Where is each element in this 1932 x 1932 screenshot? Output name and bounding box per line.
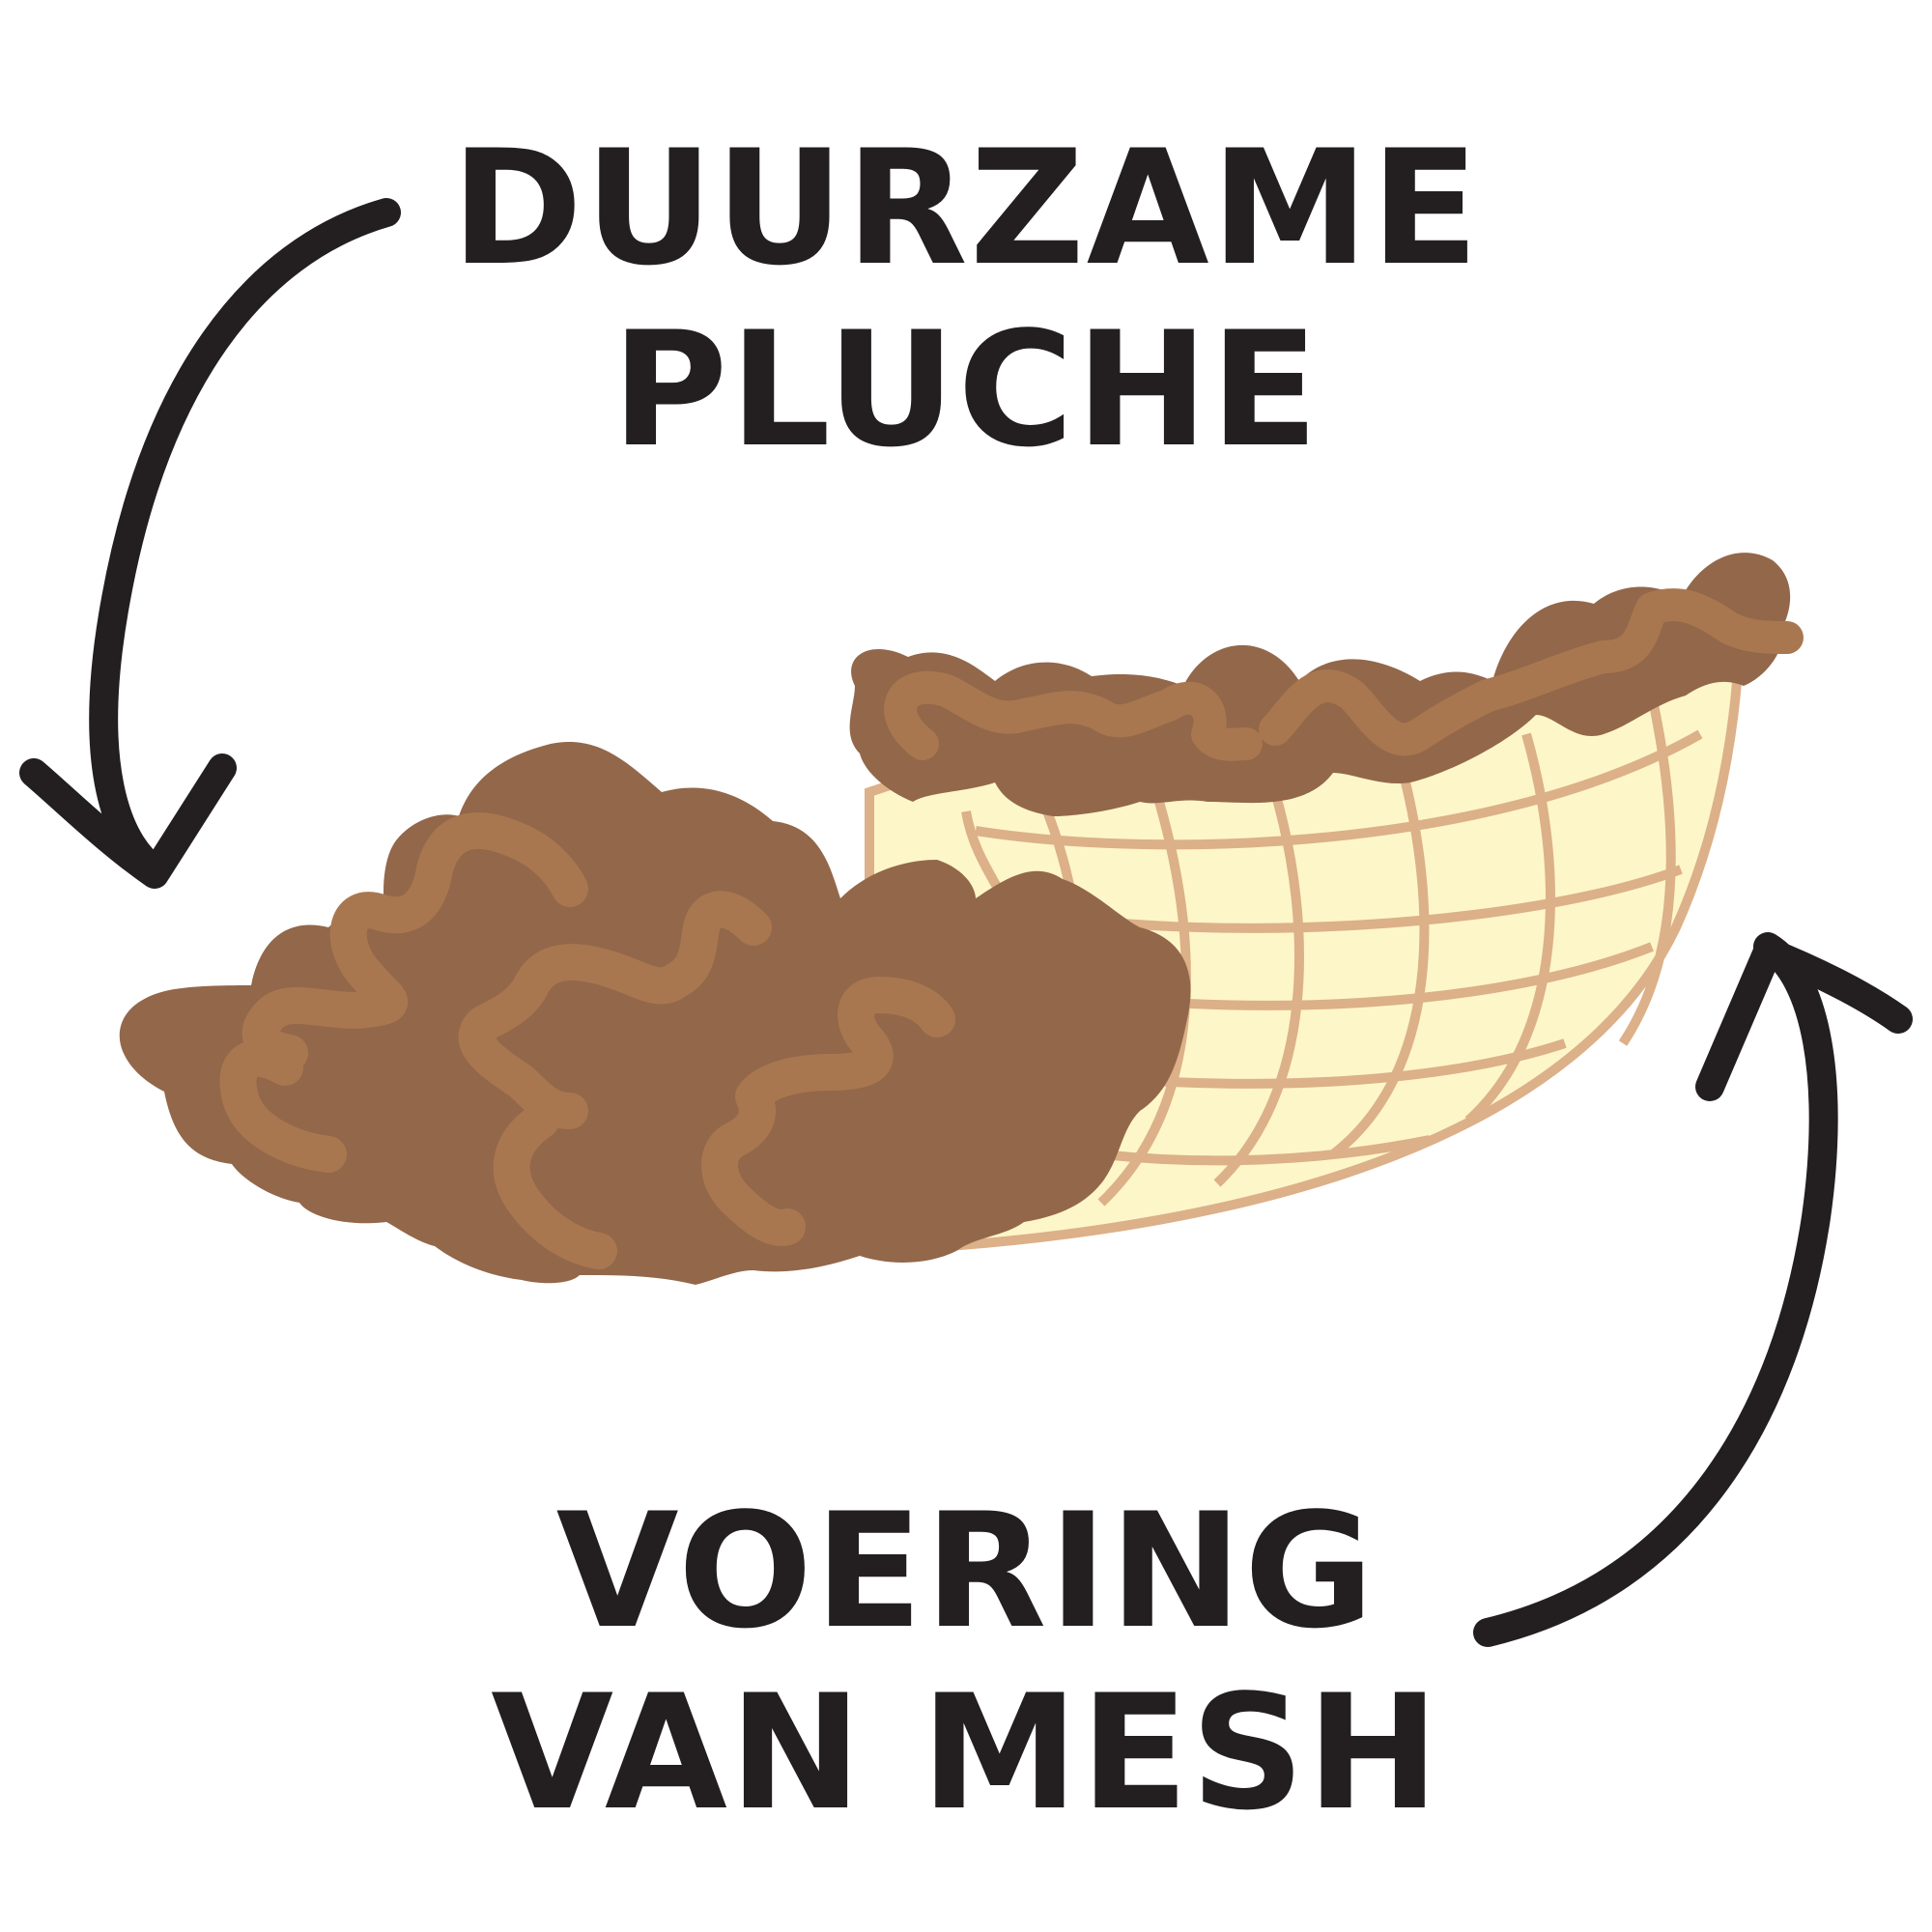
label-durable-plush-line-1: DUURZAME bbox=[451, 116, 1481, 300]
plush-fur-icon bbox=[119, 742, 1191, 1285]
label-mesh-lining-line-2: VAN MESH bbox=[491, 1661, 1441, 1845]
label-mesh-lining-line-1: VOERING bbox=[555, 1479, 1377, 1663]
mesh-rim-plush-icon bbox=[849, 553, 1804, 816]
curved-arrow-icon bbox=[19, 198, 1913, 1647]
label-durable-plush-line-2: PLUCHE bbox=[611, 298, 1321, 482]
